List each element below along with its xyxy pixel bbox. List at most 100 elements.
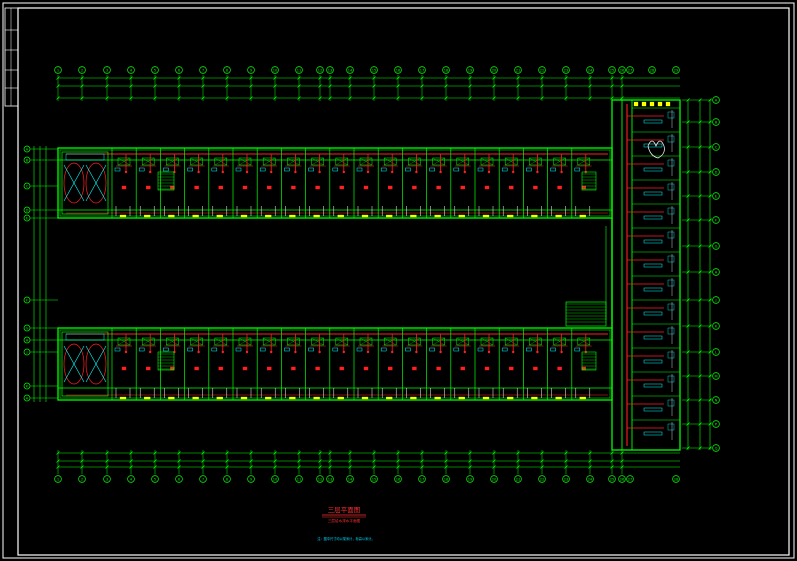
grid-bubble-label: 27 — [628, 477, 633, 481]
dimension-tick — [80, 459, 84, 463]
grid-bubble-circle — [712, 296, 720, 304]
grid-bubble-circle — [442, 66, 450, 74]
dimension-tick — [348, 84, 352, 88]
dimension-tick — [708, 398, 712, 402]
grid-bubble-label: A — [715, 98, 718, 102]
dimension-tick — [540, 465, 544, 469]
junction-stair — [565, 301, 607, 327]
right-grid-bubble: H — [712, 268, 720, 276]
grid-bubble-label: 24 — [588, 477, 593, 481]
right-grid-bubble: N — [712, 396, 720, 404]
grid-bubble-circle — [175, 66, 183, 74]
toilet-pipe-loop — [63, 343, 85, 385]
room-toilet-hatch — [359, 157, 373, 166]
dimension-tick — [105, 96, 109, 100]
grid-bubble-label: 7 — [202, 68, 204, 72]
sink-fixture — [211, 167, 218, 172]
room-tag — [533, 185, 538, 190]
dimension-tick — [564, 451, 568, 455]
top-grid-bubble: 3 — [103, 66, 111, 74]
dimension-tick — [492, 459, 496, 463]
grid-bubble-circle — [23, 206, 31, 214]
dimension-tick — [698, 270, 702, 274]
south-wing-plan — [57, 327, 613, 401]
room-toilet-hatch — [142, 337, 155, 346]
dimension-tick — [686, 218, 690, 222]
grid-bubble-circle — [326, 66, 334, 74]
equipment-mark — [641, 101, 647, 107]
sink-fixture — [114, 167, 121, 172]
room-toilet-hatch — [529, 337, 542, 346]
grid-bubble-circle — [712, 192, 720, 200]
fixture-row — [65, 153, 105, 161]
right-grid-bubble: J — [712, 296, 720, 304]
dimension-tick — [153, 76, 157, 80]
window-mark — [555, 396, 562, 400]
left-grid-bubble: C — [23, 182, 31, 190]
dimension-tick — [201, 84, 205, 88]
left-grid-bubble: H — [23, 336, 31, 344]
dimension-tick — [420, 459, 424, 463]
dimension-tick — [177, 459, 181, 463]
top-grid-bubble: 29 — [672, 66, 680, 74]
dimension-tick — [516, 76, 520, 80]
room-toilet-hatch — [359, 337, 373, 346]
grid-bubble-circle — [712, 372, 720, 380]
dimension-tick — [492, 451, 496, 455]
dimension-tick — [328, 76, 332, 80]
dimension-tick — [129, 96, 133, 100]
room-tag — [460, 185, 465, 190]
dimension-tick — [177, 96, 181, 100]
dimension-tick — [177, 465, 181, 469]
room-toilet-hatch — [505, 157, 518, 166]
riser-point — [149, 350, 152, 354]
dimension-tick — [686, 324, 690, 328]
grid-bubble-circle — [346, 475, 354, 483]
dimension-tick — [177, 451, 181, 455]
grid-bubble-label: 21 — [516, 68, 521, 72]
bottom-grid-bubble: 17 — [418, 475, 426, 483]
top-grid-bubble: 16 — [394, 66, 402, 74]
riser-point — [318, 350, 321, 354]
top-grid-bubble: 19 — [466, 66, 474, 74]
room-tag — [315, 366, 320, 371]
window-mark — [144, 214, 151, 218]
east-fixture — [667, 135, 675, 143]
sink-fixture — [550, 347, 556, 352]
room-toilet — [383, 337, 397, 346]
right-grid-bubble: D — [712, 168, 720, 176]
grid-bubble-circle — [54, 475, 62, 483]
room-toilet-hatch — [577, 157, 590, 166]
top-grid-bubble: 1 — [54, 66, 62, 74]
dimension-tick — [153, 451, 157, 455]
east-fixture — [667, 351, 675, 359]
window-mark — [168, 396, 175, 400]
room-toilet-hatch — [456, 337, 469, 346]
east-fixture — [667, 423, 675, 431]
room-tag — [581, 185, 586, 190]
sink-fixture — [356, 347, 363, 352]
dimension-tick — [56, 465, 60, 469]
dimension-tick — [564, 459, 568, 463]
grid-bubble-label: 26 — [620, 477, 625, 481]
dimension-tick — [698, 298, 702, 302]
dimension-tick — [492, 84, 496, 88]
dimension-tick — [698, 324, 702, 328]
dimension-tick — [56, 84, 60, 88]
room-tag — [460, 366, 465, 371]
dimension-tick — [420, 84, 424, 88]
window-mark — [289, 214, 296, 218]
stair — [581, 171, 597, 191]
dimension-tick — [708, 145, 712, 149]
dimension-tick — [444, 76, 448, 80]
room-toilet — [480, 337, 494, 346]
window-mark — [313, 396, 320, 400]
room-toilet-hatch — [335, 157, 348, 166]
grid-bubble-circle — [712, 118, 720, 126]
bottom-grid-bubble: 12 — [316, 475, 324, 483]
sink-fixture — [380, 167, 387, 172]
window-mark — [216, 214, 223, 218]
grid-bubble-label: 22 — [540, 477, 545, 481]
grid-bubble-label: 8 — [226, 477, 229, 481]
